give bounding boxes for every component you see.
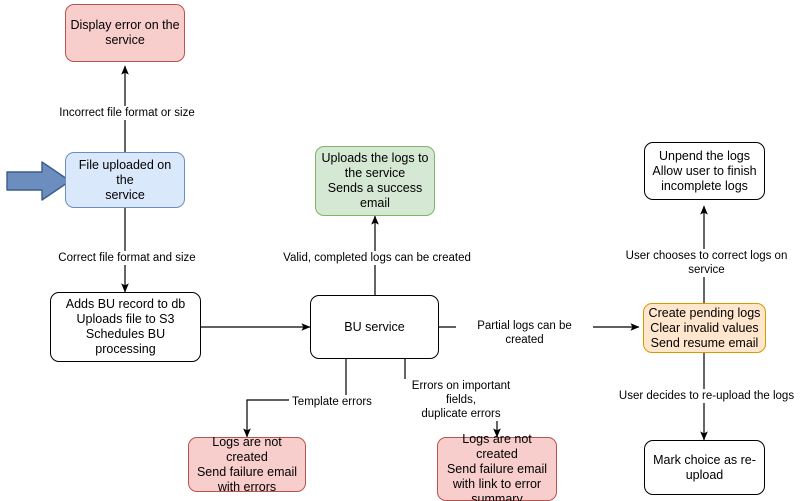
start-arrow-icon — [6, 161, 71, 201]
edge-label-user-reuploads: User decides to re-upload the logs — [613, 389, 800, 403]
edge-label-valid-logs: Valid, completed logs can be created — [277, 251, 477, 265]
node-logs-not-created-errors[interactable]: Logs are not created Send failure email … — [188, 435, 306, 494]
edge-label-correct-format: Correct file format and size — [55, 251, 199, 265]
edge-label-important-errors: Errors on important fields, duplicate er… — [394, 379, 528, 421]
node-mark-choice[interactable]: Mark choice as re- upload — [644, 440, 765, 495]
node-create-pending-logs[interactable]: Create pending logs Clear invalid values… — [643, 303, 766, 353]
node-file-uploaded[interactable]: File uploaded on the service — [65, 152, 185, 208]
node-display-error[interactable]: Display error on the service — [65, 4, 185, 62]
node-uploads-the-logs[interactable]: Uploads the logs to the service Sends a … — [315, 146, 435, 216]
edge-label-user-corrects: User chooses to correct logs on service — [608, 249, 801, 277]
node-adds-bu-record[interactable]: Adds BU record to db Uploads file to S3 … — [50, 292, 201, 362]
edge-label-incorrect-format: Incorrect file format or size — [55, 106, 199, 120]
edge-label-partial-logs: Partial logs can be created — [456, 319, 593, 347]
node-unpend-the-logs[interactable]: Unpend the logs Allow user to finish inc… — [644, 142, 765, 200]
node-bu-service[interactable]: BU service — [310, 295, 439, 359]
edge-label-template-errors: Template errors — [289, 395, 375, 409]
node-logs-not-created-summary[interactable]: Logs are not created Send failure email … — [437, 432, 557, 501]
